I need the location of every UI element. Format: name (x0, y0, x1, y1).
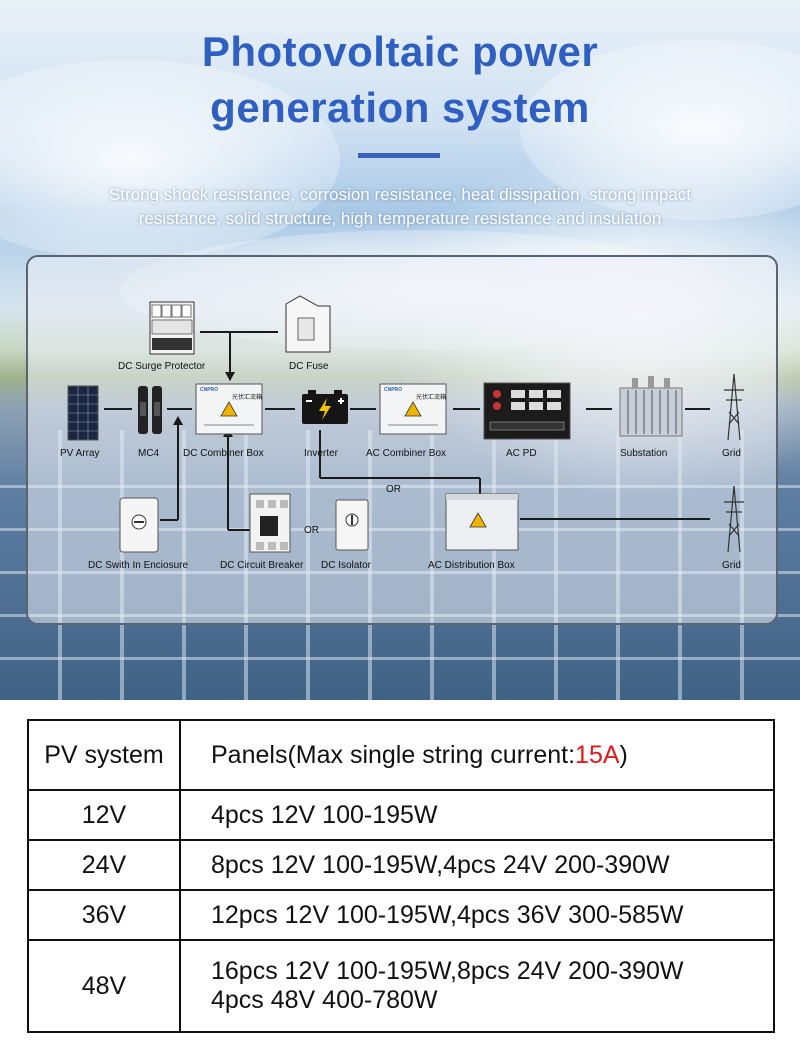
label-pv-array: PV Array (60, 448, 100, 459)
page-title-line-1: Photovoltaic power (201, 28, 599, 75)
ac-combiner-box-icon (379, 383, 447, 435)
cell-system: 12V (27, 789, 181, 841)
cell-system: 36V (27, 889, 181, 941)
dc-circuit-breaker-icon (249, 493, 291, 553)
table-row: 48V 16pcs 12V 100-195W,8pcs 24V 200-390W… (27, 939, 775, 1033)
label-grid-bottom: Grid (722, 560, 741, 571)
dc-fuse-icon (285, 295, 331, 353)
pv-system-table: PV system Panels(Max single string curre… (27, 719, 775, 1033)
label-substation: Substation (620, 448, 668, 459)
table-row: 36V 12pcs 12V 100-195W,4pcs 36V 300-585W (27, 889, 775, 941)
cloud (520, 40, 800, 220)
dc-isolator-icon (335, 499, 369, 551)
ac-distribution-box-icon (445, 493, 519, 551)
dc-combiner-box-icon (195, 383, 263, 435)
cell-panels: 4pcs 12V 100-195W (179, 789, 775, 841)
connector-lines (104, 331, 710, 531)
cell-panels-line-2: 4pcs 48V 400-780W (211, 986, 438, 1014)
label-ac-distribution-box: AC Distribution Box (428, 560, 515, 571)
label-dc-fuse: DC Fuse (289, 361, 329, 372)
ac-combiner-brand: CNPRO (384, 387, 403, 393)
grid-tower-icon-top (724, 373, 744, 441)
label-dc-switch-enclosure: DC Swith In Enciosure (88, 560, 189, 571)
cloud (0, 60, 340, 260)
table-header-row: PV system Panels(Max single string curre… (27, 719, 775, 791)
subtitle-line-1: Strong shock resistance, corrosion resis… (108, 185, 692, 204)
label-ac-combiner-box: AC Combiner Box (366, 448, 447, 459)
label-or-breaker: OR (304, 525, 319, 536)
table-row: 12V 4pcs 12V 100-195W (27, 789, 775, 841)
inverter-icon (302, 390, 348, 424)
header-panels-prefix: Panels(Max single string current: (211, 740, 576, 769)
header-panels-suffix: ) (619, 740, 628, 769)
cell-panels: 12pcs 12V 100-195W,4pcs 36V 300-585W (179, 889, 775, 941)
label-dc-isolator: DC Isolator (321, 560, 372, 571)
pv-array-icon (67, 385, 99, 441)
ac-combiner-cn-label: 光伏汇流箱 (416, 395, 447, 401)
cell-panels: 8pcs 12V 100-195W,4pcs 24V 200-390W (179, 839, 775, 891)
label-or-inverter: OR (386, 484, 401, 495)
page-title-line-2: generation system (210, 84, 590, 131)
label-mc4: MC4 (138, 448, 160, 459)
cell-panels-line-1: 16pcs 12V 100-195W,8pcs 24V 200-390W (211, 957, 684, 985)
dc-switch-enclosure-icon (119, 497, 159, 553)
table-row: 24V 8pcs 12V 100-195W,4pcs 24V 200-390W (27, 839, 775, 891)
label-dc-combiner-box: DC Combiner Box (183, 448, 264, 459)
header-pv-system: PV system (27, 719, 181, 791)
cell-system: 48V (27, 939, 181, 1033)
dc-surge-protector-icon (149, 301, 195, 355)
label-inverter: Inverter (304, 448, 338, 459)
label-grid-top: Grid (722, 448, 741, 459)
cell-system: 24V (27, 839, 181, 891)
label-ac-pd: AC PD (506, 448, 537, 459)
diagram-graphics (67, 295, 744, 553)
ac-pd-icon (483, 382, 571, 440)
dc-combiner-cn-label: 光伏汇流箱 (232, 395, 263, 401)
title-underline (358, 153, 440, 158)
label-dc-surge-protector: DC Surge Protector (118, 361, 206, 372)
dc-combiner-brand: CNPRO (200, 387, 219, 393)
substation-icon (619, 376, 683, 437)
grid-tower-icon-bottom (724, 485, 744, 553)
mc4-connector-icon (138, 386, 162, 434)
header-panels: Panels(Max single string current:15A) (179, 719, 775, 791)
subtitle-line-2: resistance, solid structure, high temper… (138, 209, 662, 228)
label-dc-circuit-breaker: DC Circuit Breaker (220, 560, 304, 571)
header-max-current: 15A (575, 740, 620, 769)
